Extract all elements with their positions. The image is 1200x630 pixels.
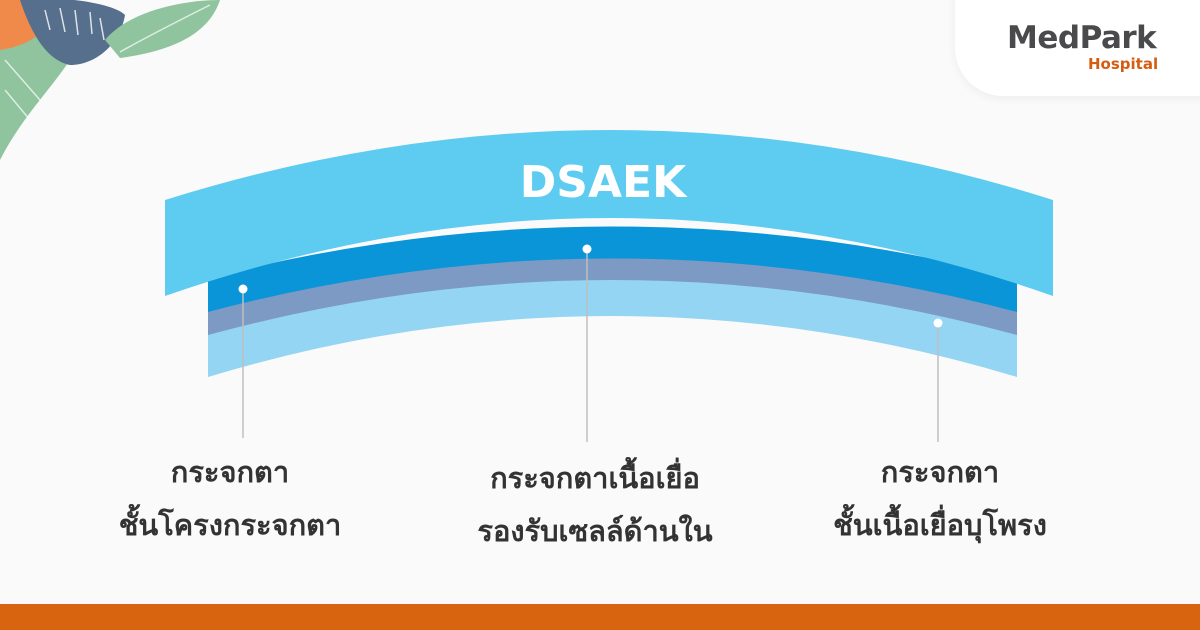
label-middle-line1: กระจกตาเนื้อเยื่อ [490, 461, 700, 495]
layer-dark-blue [208, 226, 1017, 312]
brand-subtitle: Hospital [1088, 55, 1159, 73]
layer-gray [208, 255, 1017, 335]
bottom-accent-bar [0, 604, 1200, 630]
leaf-decoration [0, 0, 220, 161]
layer-light [208, 275, 1017, 377]
pointer-dot-middle [582, 244, 592, 254]
label-left-line2: ชั้นโครงกระจกตา [118, 508, 342, 542]
diagram-title: DSAEK [520, 157, 688, 208]
label-middle: กระจกตาเนื้อเยื่อ รองรับเซลล์ด้านใน [430, 452, 760, 558]
label-left: กระจกตา ชั้นโครงกระจกตา [80, 446, 380, 552]
label-left-line1: กระจกตา [170, 455, 290, 489]
label-right: กระจกตา ชั้นเนื้อเยื่อบุโพรง [780, 446, 1100, 552]
pointer-dot-left [238, 284, 248, 294]
brand-name: MedPark [1007, 20, 1157, 56]
label-right-line1: กระจกตา [880, 455, 1000, 489]
label-right-line2: ชั้นเนื้อเยื่อบุโพรง [833, 508, 1047, 542]
layer-top [165, 130, 1053, 296]
pointer-dot-right [933, 318, 943, 328]
logo-card [955, 0, 1200, 96]
label-middle-line2: รองรับเซลล์ด้านใน [477, 514, 713, 548]
